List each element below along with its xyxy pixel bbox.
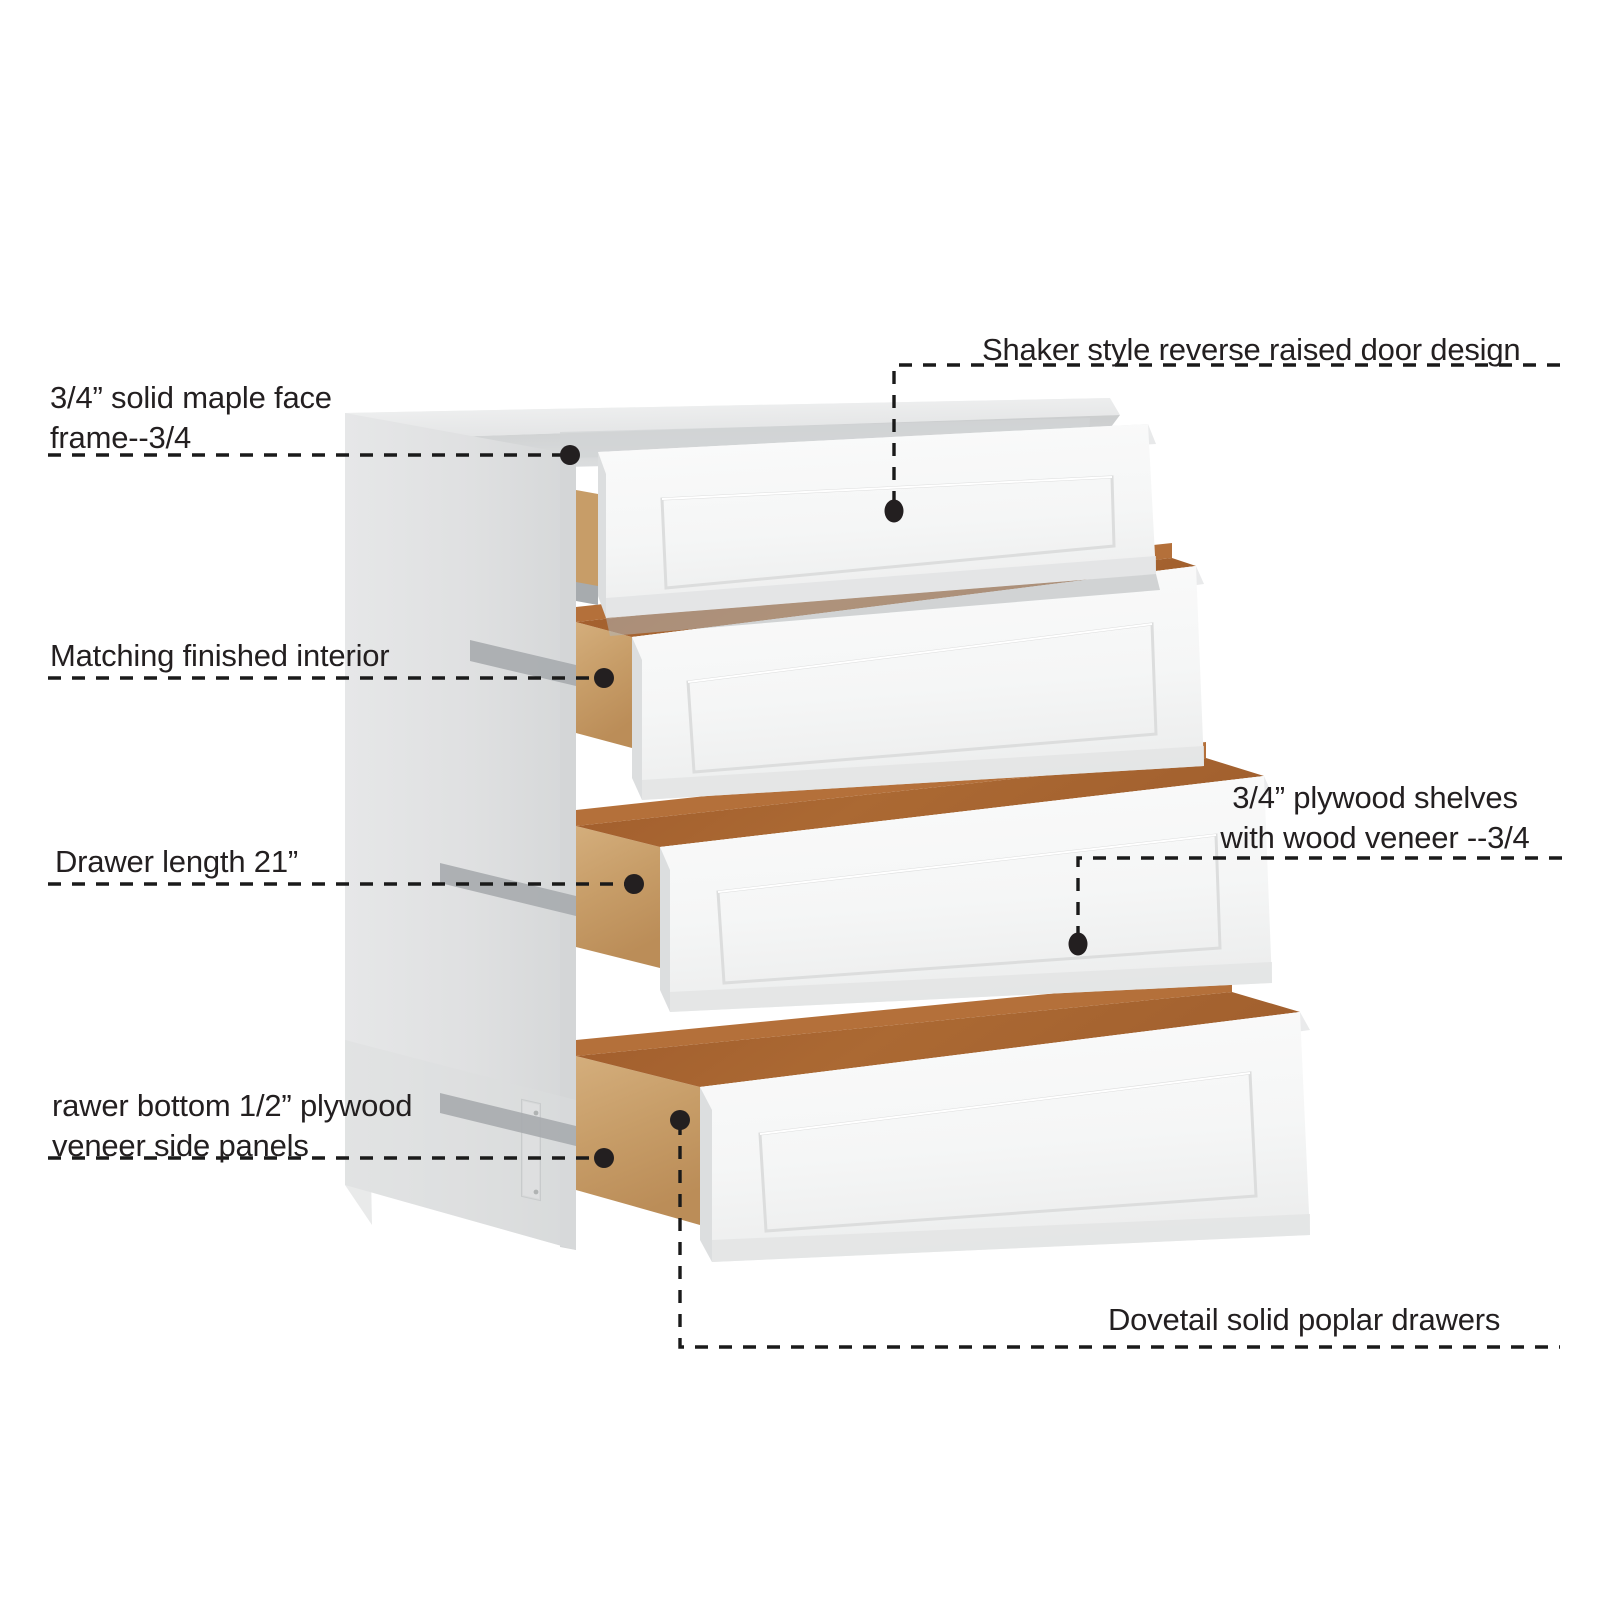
gap-below-drawer-1 [606, 574, 1160, 636]
callout-leader-lines [48, 363, 1562, 1349]
drawer-4-box-floor [576, 992, 1300, 1087]
anchor-dot-plywood-shelves [1068, 932, 1088, 956]
drawer-2-slide [470, 640, 576, 686]
drawer-1-box-sliver [576, 490, 598, 590]
drawer-4-assembly[interactable] [440, 976, 1310, 1262]
leader-plywood-shelves [1076, 856, 1562, 941]
drawer-3-slide [440, 863, 576, 916]
anchor-dot-door-design [884, 499, 904, 523]
plywood-shelves-callout-label: 3/4” plywood shelves with wood veneer --… [1220, 780, 1530, 855]
drawer-front-1-inner-panel-highlight [661, 476, 1113, 500]
anchor-dot-finished-interior [594, 668, 614, 688]
drawer-front-3-inner-panel-highlight [717, 834, 1217, 893]
door-design-callout-label: Shaker style reverse raised door design [982, 332, 1521, 367]
drawer-4-slide [440, 1093, 576, 1146]
cabinet-face-frame-stile [560, 452, 576, 1250]
face-frame-callout-label: 3/4” solid maple face frame--3/4 [50, 380, 332, 455]
leader-door-design [892, 363, 1560, 508]
anchor-dot-drawer-length [624, 874, 644, 894]
drawer-front-2-inner-panel-highlight [687, 623, 1153, 683]
drawer-bottom-callout-label: rawer bottom 1/2” plywood veneer side pa… [52, 1088, 413, 1163]
drawer-front-1-bottom-shade [606, 556, 1156, 618]
cabinet-left-side-face [345, 413, 576, 1250]
drawer-4-box-side [576, 1056, 700, 1225]
drawer-front-4-inner-panel-highlight [759, 1072, 1251, 1135]
finished-interior-callout-label: Matching finished interior [50, 638, 390, 673]
drawer-front-3-bottom-shade [670, 962, 1272, 1012]
anchor-dot-drawer-bottom [594, 1148, 614, 1168]
anchor-dot-dovetail [670, 1110, 690, 1130]
leader-dovetail [678, 1122, 1560, 1349]
callout-anchor-dots [560, 445, 1088, 1168]
drawer-length-callout-label: Drawer length 21” [55, 844, 298, 879]
toe-kick-screw-bottom [533, 1189, 539, 1195]
drawer-front-4[interactable] [700, 1012, 1310, 1262]
toe-kick-screw-top [533, 1110, 539, 1116]
drawer-front-3-left-edge [660, 847, 670, 1012]
drawer-front-4-left-edge [700, 1087, 712, 1262]
drawer-1-slide-sliver [576, 582, 598, 605]
drawer-front-1-left-edge [598, 452, 606, 618]
anchor-dot-face-frame [560, 445, 580, 465]
drawer-front-2-bottom-shade [642, 746, 1204, 800]
drawer-4-box-back-rail [576, 976, 1232, 1056]
drawer-front-2-left-edge [632, 637, 642, 800]
drawer-front-4-bottom-shade [712, 1214, 1310, 1262]
dovetail-drawers-callout-label: Dovetail solid poplar drawers [1108, 1302, 1501, 1337]
cabinet-left-panel-lower-shade [345, 1040, 576, 1250]
drawer-3-box-floor [576, 758, 1264, 847]
drawer-1-assembly[interactable] [576, 424, 1160, 636]
drawer-front-3[interactable] [660, 776, 1272, 1012]
drawer-3-box-side [576, 826, 660, 968]
cabinet-top-surface-left [345, 398, 1120, 440]
